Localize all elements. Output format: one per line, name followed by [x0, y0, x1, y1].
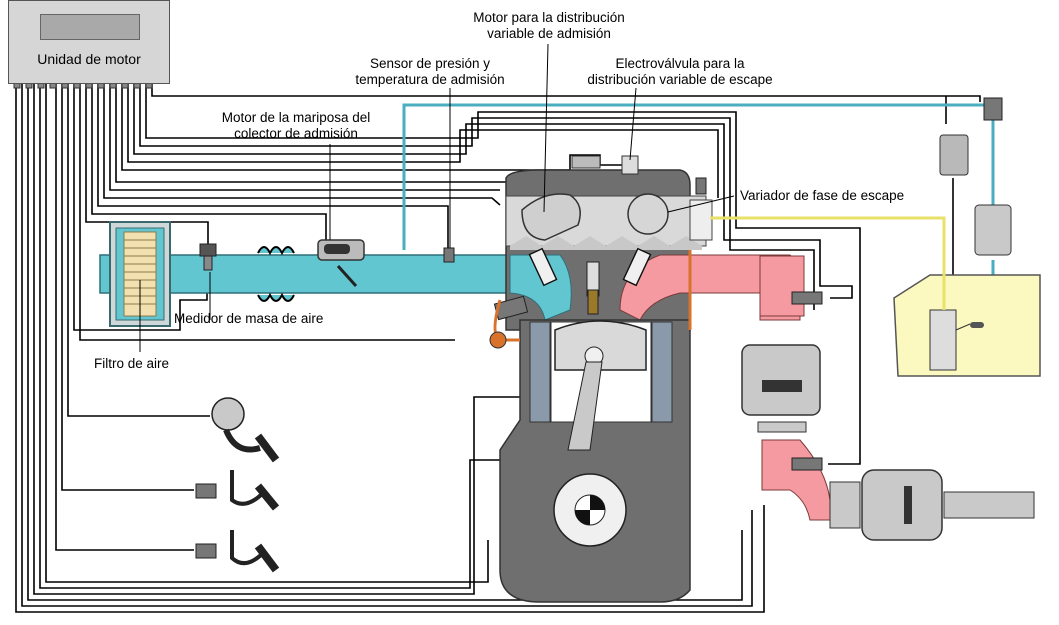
- ecu-label: Unidad de motor: [37, 51, 141, 67]
- throttle-motor-label: Motor de la mariposa del colector de adm…: [196, 110, 396, 142]
- pressure-sensor-label: Sensor de presión y temperatura de admis…: [330, 56, 530, 88]
- exhaust-solenoid-label: Electroválvula para la distribución vari…: [560, 56, 800, 88]
- pressure-sensor-label-line1: Sensor de presión y: [369, 56, 491, 71]
- pressure-sensor: [443, 247, 455, 263]
- exhaust-phaser: [627, 193, 669, 235]
- exhaust-solenoid-label-line2: distribución variable de escape: [587, 72, 773, 87]
- pedals: [195, 397, 280, 573]
- exhaust-system: [741, 255, 1035, 541]
- intake-timing-motor-label: Motor para la distribución variable de a…: [449, 10, 649, 42]
- cylinder-head: [493, 155, 802, 331]
- air-filter-label: Filtro de aire: [94, 356, 170, 371]
- ecu-unit: Unidad de motor: [8, 0, 170, 84]
- wiring-harness: [15, 84, 981, 613]
- maf-sensor-label: Medidor de masa de aire: [174, 311, 324, 326]
- ecu-connectors: [13, 81, 153, 89]
- engine-block: [489, 250, 692, 603]
- throttle-motor-label-line1: Motor de la mariposa del: [221, 110, 371, 125]
- ecu-display: [40, 14, 140, 40]
- exhaust-phaser-label: Variador de fase de escape: [740, 188, 905, 203]
- carbon-canister: [939, 134, 969, 176]
- fuel-tank: [710, 97, 1041, 377]
- throttle-plate: [336, 264, 358, 288]
- exhaust-solenoid-label-line1: Electroválvula para la: [615, 56, 745, 71]
- intake-timing-motor-label-line2: variable de admisión: [487, 26, 611, 41]
- intake-timing-motor-label-line1: Motor para la distribución: [473, 10, 625, 25]
- fuel-filter: [974, 204, 1012, 256]
- leader-lines: [139, 43, 735, 352]
- pressure-sensor-label-line2: temperatura de admisión: [355, 72, 505, 87]
- air-filter: [109, 221, 171, 327]
- intake-timing-motor: [521, 193, 581, 241]
- maf-sensor: [199, 243, 217, 257]
- throttle-motor-label-line2: colector de admisión: [234, 126, 358, 141]
